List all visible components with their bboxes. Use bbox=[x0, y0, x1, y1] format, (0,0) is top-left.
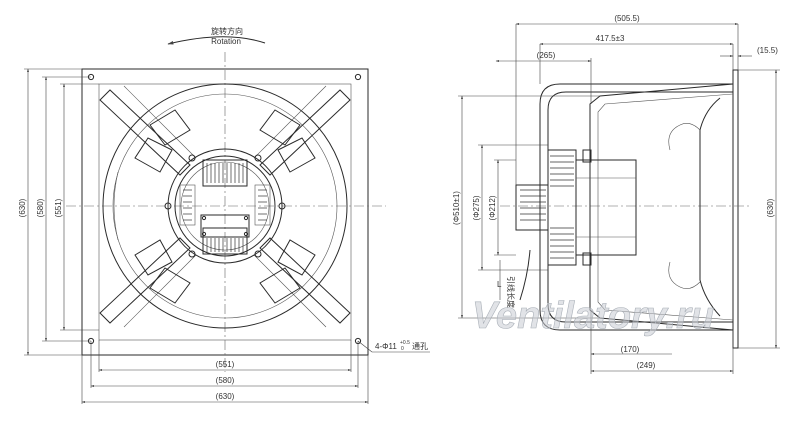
dim-bottom-630: (630) bbox=[216, 392, 235, 401]
dim-left-630: (630) bbox=[18, 198, 27, 217]
dim-15-5: (15.5) bbox=[757, 46, 778, 55]
lead-mark: L bbox=[497, 280, 502, 289]
lead-length-callout: L 引线长度 bbox=[497, 260, 516, 308]
side-support-tube-outer bbox=[539, 83, 733, 331]
rotation-arrow-icon bbox=[167, 36, 266, 45]
dim-phi-275: (Φ275) bbox=[472, 195, 481, 220]
dim-left-580: (580) bbox=[36, 198, 45, 217]
dim-bottom-551: (551) bbox=[216, 360, 235, 369]
rotation-label-en: Rotation bbox=[211, 37, 241, 46]
front-bottom-dimensions: (551) (580) (630) bbox=[81, 340, 369, 404]
side-view: (505.5) 417.5±3 (265) (15.5) (Φ510±1) (Φ… bbox=[452, 14, 780, 374]
support-arms bbox=[99, 85, 351, 328]
hole-callout: 4-Φ11 +0.5 0 通孔 bbox=[357, 340, 430, 353]
side-right-dimension: (630) bbox=[738, 69, 780, 349]
dim-417-5: 417.5±3 bbox=[596, 34, 625, 43]
lead-length-label: 引线长度 bbox=[506, 276, 516, 308]
dim-249: (249) bbox=[637, 361, 656, 370]
watermark: Ventilatory.ru bbox=[472, 295, 714, 337]
side-left-dimensions: (Φ510±1) (Φ275) (Φ212) bbox=[452, 95, 600, 319]
dim-505-5: (505.5) bbox=[614, 14, 640, 23]
dim-bottom-580: (580) bbox=[216, 376, 235, 385]
shroud-outer-circle bbox=[102, 83, 348, 329]
side-bottom-dimensions: (170) (249) bbox=[590, 310, 734, 374]
side-motor bbox=[515, 149, 637, 266]
mounting-holes bbox=[87, 73, 362, 345]
shroud-lip-left bbox=[113, 171, 119, 241]
dim-phi-510: (Φ510±1) bbox=[452, 191, 461, 225]
front-view: 旋转方向 Rotation bbox=[18, 26, 430, 404]
shroud-inner-circle bbox=[112, 93, 338, 319]
lead-wire bbox=[519, 249, 531, 301]
hole-note-tol: +0.5 bbox=[400, 340, 410, 346]
front-left-dimensions: (630) (580) (551) bbox=[18, 68, 99, 356]
dim-170: (170) bbox=[621, 345, 640, 354]
dim-phi-212: (Φ212) bbox=[488, 195, 497, 220]
side-motor-fins bbox=[520, 155, 574, 259]
cooling-fins bbox=[183, 163, 267, 252]
hole-note-suffix: 通孔 bbox=[412, 341, 428, 351]
side-top-dimensions: (505.5) 417.5±3 (265) (15.5) bbox=[495, 14, 778, 185]
motor-hub bbox=[164, 148, 286, 264]
dim-265: (265) bbox=[537, 51, 556, 60]
dim-right-630: (630) bbox=[766, 198, 775, 217]
side-flange-plate bbox=[732, 69, 739, 349]
hole-note-tol0: 0 bbox=[401, 346, 404, 352]
hole-note-prefix: 4-Φ11 bbox=[375, 342, 397, 351]
side-shroud bbox=[589, 83, 734, 331]
rotation-label-cn: 旋转方向 bbox=[211, 26, 243, 36]
side-impeller-profile bbox=[699, 97, 721, 317]
dim-left-551: (551) bbox=[54, 198, 63, 217]
